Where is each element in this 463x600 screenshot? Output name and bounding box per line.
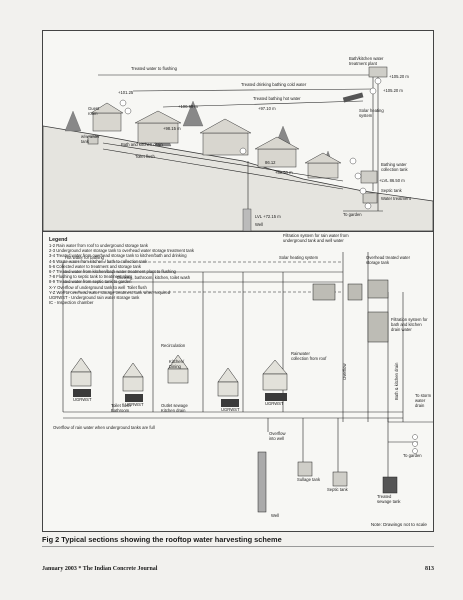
label-ugrwst-a: UGRWST — [73, 397, 92, 402]
label-toilet-flush-bottom: Toilet flush — [127, 285, 147, 290]
label-ugrwst-b: UGRWST — [125, 402, 144, 407]
schematic-drawing — [62, 252, 433, 513]
label-hot-bathing: Hot water for bathing — [65, 255, 104, 260]
legend-item: IC - Inspection chamber — [49, 300, 94, 306]
label-treated-sewage: Treated sewage tank — [377, 494, 401, 504]
label-bath-kitchen-plant: Bath/kitchen water treatment plant — [349, 56, 384, 66]
label-overflow-rain: Overflow of rain water when underground … — [53, 425, 155, 430]
note-not-to-scale: Note: Drawings not to scale — [370, 522, 427, 527]
divider — [42, 546, 434, 547]
label-overflow-well: Overflow into well — [269, 431, 286, 441]
label-ww-tank: w/w water tank — [81, 134, 100, 144]
label-rainwater: Rainwater collection from roof — [291, 351, 327, 361]
label-sullage: Sullage tank — [297, 477, 321, 482]
legend-item: UGRWST - Underground rain water storage … — [49, 295, 140, 301]
label-overhead-tank: Overhead treated water storage tank — [366, 255, 410, 265]
figure-frame: Treated water to flushing Treated drinki… — [42, 30, 434, 532]
label-filtration-rain: Filtration system for rain water from un… — [283, 233, 349, 243]
legend-item: 3-4 Treated water from overhead storage … — [49, 253, 187, 259]
site-section-drawing — [43, 66, 433, 231]
label-treated-flushing: Treated water to flushing — [131, 66, 177, 71]
legend-item: 5-6 Collected water to treatment and sto… — [49, 263, 141, 269]
figure-caption: Fig 2 Typical sections showing the rooft… — [42, 535, 282, 544]
label-to-garden-bottom: To garden — [403, 453, 422, 458]
legend-item: 1-2 Rain water from roof to underground … — [49, 243, 148, 248]
label-solar: Solar heating system — [359, 108, 384, 118]
label-recirculation: Recirculation — [161, 343, 186, 348]
label-overflow: Overflow — [342, 363, 347, 380]
page-number: 813 — [425, 566, 434, 572]
label-drinking: Drinking, bathroom, kitchen, toilet wash — [117, 275, 191, 280]
level-3: +101.25 — [118, 90, 134, 95]
label-solar-bottom: Solar heating system — [279, 255, 319, 260]
level-7: +LVL 86.50 m — [379, 178, 405, 183]
legend: Legend 1-2 Rain water from roof to under… — [49, 237, 234, 305]
legend-item: Y-Z Well to overhead water storage treat… — [49, 289, 171, 295]
well-shaft — [257, 451, 267, 513]
label-well: Well — [255, 222, 264, 227]
legend-item: 6-7 Treated water from kitchen/bath wate… — [49, 269, 176, 275]
level-9: +89.50 m — [275, 170, 293, 175]
label-outlet-sewage: Outlet sewage Kitchen drain — [161, 403, 188, 413]
top-section-panel: Treated water to flushing Treated drinki… — [43, 31, 433, 232]
label-treated-drinking: Treated drinking bathing cold water — [241, 82, 307, 87]
label-septic-bottom: Septic tank — [327, 487, 348, 492]
footer-journal: January 2003 * The Indian Concrete Journ… — [42, 566, 158, 572]
label-septic: Septic tank — [381, 188, 402, 193]
level-5: +97.10 m — [258, 106, 276, 111]
level-4: +100.90 m — [178, 104, 198, 109]
label-to-garden: To garden — [343, 212, 362, 217]
level-8: LVL +72.15 m — [255, 214, 281, 219]
legend-item: 8-9 Treated water from septic tank to ga… — [49, 279, 132, 285]
label-to-storm: To storm water drain — [415, 393, 432, 408]
level-6: +98.15 m — [163, 126, 181, 131]
legend-item: 7-8 Flushing to septic tank to treatment… — [49, 274, 132, 280]
legend-title: Legend — [49, 237, 68, 243]
label-kitchen-dining: Kitchen/ Dining — [169, 359, 185, 369]
label-guest-room: Guest room — [88, 106, 100, 116]
label-ugrwst-d: UGRWST — [221, 407, 240, 412]
level-10: 86.12 — [265, 160, 276, 165]
level-2: +105.20 m — [383, 88, 403, 93]
level-1: +105.20 m — [389, 74, 409, 79]
schematic-panel: Filtration system for rain water from un… — [43, 232, 433, 531]
label-treated-hot: Treated bathing hot water — [253, 96, 301, 101]
label-well-bottom: Well — [271, 513, 280, 518]
legend-item: 4-5 Waste water from kitchen / bath to c… — [49, 258, 148, 264]
legend-item: X-Y Overflow of underground tank to well — [49, 284, 126, 290]
label-bath-kitchen-drain: Bath & kitchen drain — [394, 362, 399, 400]
label-filtration-bath: Filtration system for bath and kitchen d… — [391, 317, 428, 332]
label-toilet-flush: Toilet flush — [135, 154, 155, 159]
label-water-treatment: Water treatment — [381, 196, 411, 201]
legend-item: 2-3 Underground water storage tank to ov… — [49, 248, 195, 254]
label-toilet-flush-bath: Toilet flush Bathroom — [111, 403, 131, 413]
page-footer: January 2003 * The Indian Concrete Journ… — [42, 566, 434, 576]
label-bath-drain: Bath and kitchen drain — [121, 142, 163, 147]
label-bathing-collection: Bathing water collection tank — [381, 162, 408, 172]
label-ugrwst-e: UGRWST — [265, 401, 284, 406]
